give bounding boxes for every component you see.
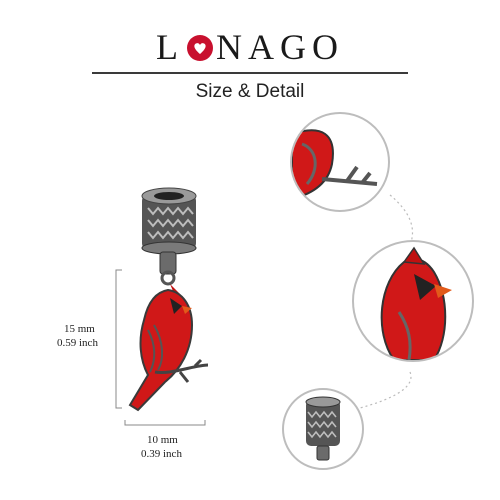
title-divider <box>92 72 408 74</box>
width-mm-label: 10 mm <box>147 434 178 446</box>
brand-logo: L NAGO <box>0 22 500 72</box>
height-inch-label: 0.59 inch <box>57 337 98 349</box>
cardinal-pendant <box>128 284 209 412</box>
heart-icon <box>185 26 215 76</box>
detail-circle-head <box>352 240 474 362</box>
width-inch-label: 0.39 inch <box>141 448 182 460</box>
page-subtitle: Size & Detail <box>195 81 305 102</box>
brand-letters: NAGO <box>216 27 344 67</box>
bead <box>141 187 197 255</box>
detail-circle-bead <box>282 388 364 470</box>
brand-letter-l: L <box>156 27 184 67</box>
product-image <box>128 187 209 412</box>
height-mm-label: 15 mm <box>64 323 95 335</box>
detail-circle-tail <box>290 112 390 212</box>
